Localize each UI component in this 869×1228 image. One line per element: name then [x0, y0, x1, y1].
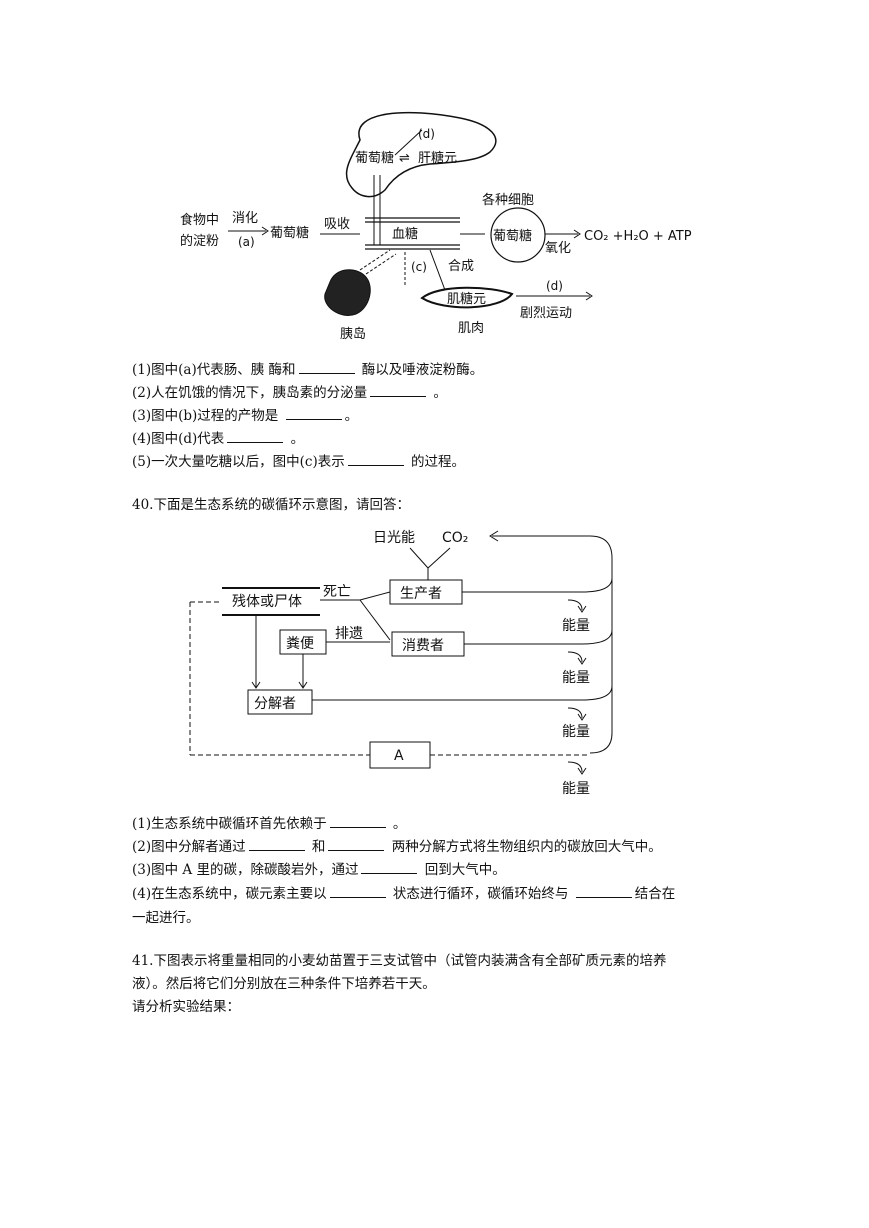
muscle-glycogen-label: 肌糖元	[447, 291, 486, 307]
q40-item-3: (3)图中 A 里的碳，除碳酸岩外，通过 回到大气中。	[132, 861, 506, 878]
energy-label-4: 能量	[562, 781, 590, 797]
q39-item-1: (1)图中(a)代表肠、胰 酶和 酶以及唾液淀粉酶。	[132, 361, 484, 378]
q41-line-3: 请分析实验结果：	[132, 999, 240, 1015]
muscle-label: 肌肉	[458, 321, 484, 336]
answer-blank[interactable]	[347, 453, 404, 466]
synth-label: 合成	[448, 259, 474, 274]
answer-blank[interactable]	[370, 384, 427, 397]
d-top-label: (d)	[418, 127, 435, 141]
feces-label: 粪便	[286, 636, 314, 652]
various-cells-label: 各种细胞	[482, 192, 534, 208]
exercise-label: 剧烈运动	[520, 306, 572, 321]
consumer-label: 消费者	[402, 638, 444, 654]
producer-label: 生产者	[400, 586, 442, 602]
food-starch-1: 食物中	[180, 212, 219, 228]
q40-item-4: (4)在生态系统中，碳元素主要以 状态进行循环，碳循环始终与 结合在	[132, 885, 676, 902]
answer-blank[interactable]	[361, 861, 418, 874]
islet-label: 胰岛	[340, 326, 366, 342]
q41-line-1: 41.下图表示将重量相同的小麦幼苗置于三支试管中（试管内装满含有全部矿质元素的培…	[132, 953, 667, 969]
excrete-label: 排遗	[335, 626, 363, 642]
energy-label-3: 能量	[562, 724, 590, 740]
q39-item-3: (3)图中(b)过程的产物是 。	[132, 407, 359, 424]
q39-item-4: (4)图中(d)代表 。	[132, 430, 305, 447]
decomposer-label: 分解者	[254, 696, 296, 712]
decomposer-box	[247, 689, 313, 715]
answer-blank[interactable]	[575, 885, 632, 898]
answer-blank[interactable]	[328, 838, 385, 851]
glucose-cell-label: 葡萄糖	[493, 228, 532, 244]
sunlight-label: 日光能	[373, 530, 415, 546]
co2-label: CO₂	[442, 530, 468, 546]
liver-glycogen-label: 肝糖元	[418, 150, 457, 166]
answer-blank[interactable]	[329, 815, 386, 828]
digest-label: 消化	[232, 211, 258, 226]
sugar-metabolism-diagram: (d) 葡萄糖 ⇌ 肝糖元 食物中 的淀粉 消化 (a) 葡萄糖 吸收 血糖 各…	[180, 111, 692, 342]
absorb-label: 吸收	[324, 217, 350, 232]
c-label: (c)	[411, 260, 427, 274]
answer-blank[interactable]	[248, 838, 305, 851]
liver-shape	[345, 111, 497, 198]
answer-blank[interactable]	[285, 407, 342, 420]
glucose-liver-label: 葡萄糖	[355, 150, 394, 166]
remains-label: 残体或尸体	[232, 594, 302, 610]
d-right-label: (d)	[546, 279, 563, 293]
q41-line-2: 液）。然后将它们分别放在三种条件下培养若干天。	[132, 976, 436, 992]
q40-item-2: (2)图中分解者通过 和 两种分解方式将生物组织内的碳放回大气中。	[132, 838, 662, 855]
a-box-label: A	[394, 748, 404, 764]
food-starch-2: 的淀粉	[180, 233, 219, 249]
death-label: 死亡	[323, 584, 351, 600]
q40-title: 40.下面是生态系统的碳循环示意图，请回答：	[132, 497, 410, 513]
answer-blank[interactable]	[329, 885, 386, 898]
answer-blank[interactable]	[227, 430, 284, 443]
q39-item-5: (5)一次大量吃糖以后，图中(c)表示 的过程。	[132, 453, 466, 470]
q40-item-1: (1)生态系统中碳循环首先依赖于 。	[132, 815, 407, 832]
products-label: CO₂ +H₂O + ATP	[584, 229, 692, 244]
cell-circle	[490, 207, 546, 263]
a-box	[369, 741, 431, 769]
blood-sugar-label: 血糖	[392, 226, 418, 242]
a-label: (a)	[238, 235, 255, 249]
oxidize-label: 氧化	[545, 241, 571, 256]
q39-item-2: (2)人在饥饿的情况下，胰岛素的分泌量 。	[132, 384, 447, 401]
energy-label-2: 能量	[562, 670, 590, 686]
carbon-cycle-diagram: 日光能 CO₂ 生产者 能量 残体或尸体 死亡 粪便 排遗 消费者 能量 分解者	[189, 530, 613, 797]
q40-item-4-cont: 一起进行。	[132, 910, 200, 926]
energy-label-1: 能量	[562, 618, 590, 634]
exchange-arrows: ⇌	[399, 151, 410, 166]
answer-blank[interactable]	[298, 361, 355, 374]
glucose-1-label: 葡萄糖	[270, 225, 309, 241]
